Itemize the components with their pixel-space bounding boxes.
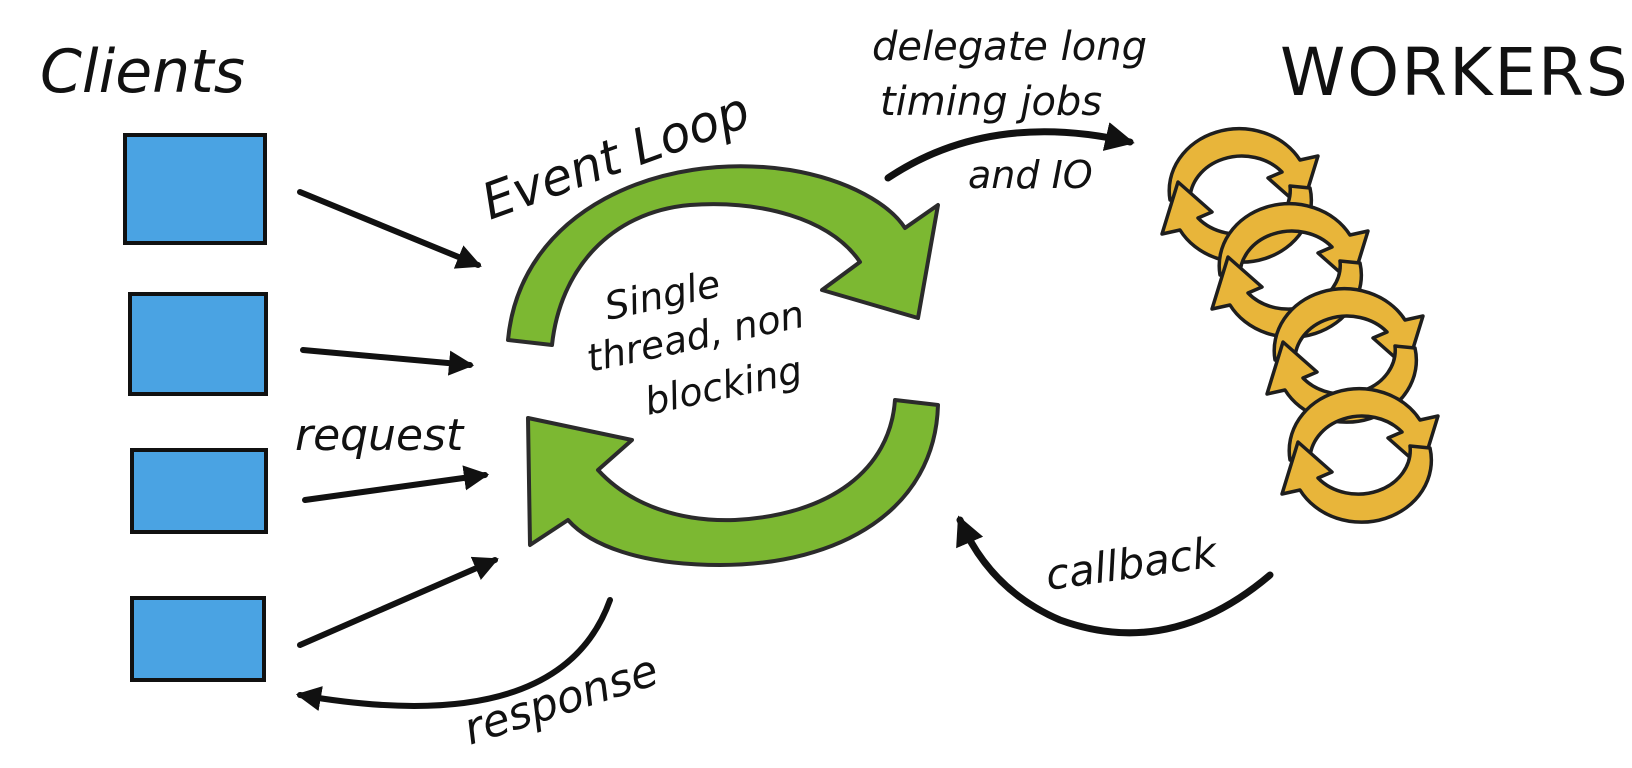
arrow-icon xyxy=(295,597,613,711)
request-label: request xyxy=(295,410,465,461)
client-box xyxy=(123,133,267,245)
request-arrows xyxy=(297,189,499,648)
clients-group xyxy=(123,133,268,682)
delegate-line: and IO xyxy=(968,153,1093,197)
delegate-label: delegate long timing jobs and IO xyxy=(872,24,1147,197)
arrow-icon xyxy=(297,189,482,269)
arrow-icon xyxy=(297,556,499,648)
response-label: response xyxy=(458,645,665,756)
arrow-icon xyxy=(302,465,490,503)
callback-label: callback xyxy=(1043,527,1222,600)
delegate-line: delegate long xyxy=(872,24,1147,70)
event-loop-upper-arrow xyxy=(506,164,940,347)
arrow-icon xyxy=(300,347,475,376)
delegate-line: timing jobs xyxy=(880,79,1102,125)
event-loop-cycle-icon xyxy=(506,164,940,567)
client-box xyxy=(130,596,266,682)
client-box xyxy=(130,448,268,534)
worker-cycle-icon xyxy=(1280,387,1440,524)
workers-group xyxy=(1160,127,1440,524)
arrow-icon xyxy=(884,122,1135,182)
workers-title: WORKERS xyxy=(1280,34,1630,111)
client-box xyxy=(128,292,268,396)
arrow-icon xyxy=(956,515,1274,637)
event-loop-lower-arrow xyxy=(526,398,940,567)
clients-title: Clients xyxy=(40,37,245,107)
event-loop-description: Single thread, non blocking xyxy=(583,261,808,423)
